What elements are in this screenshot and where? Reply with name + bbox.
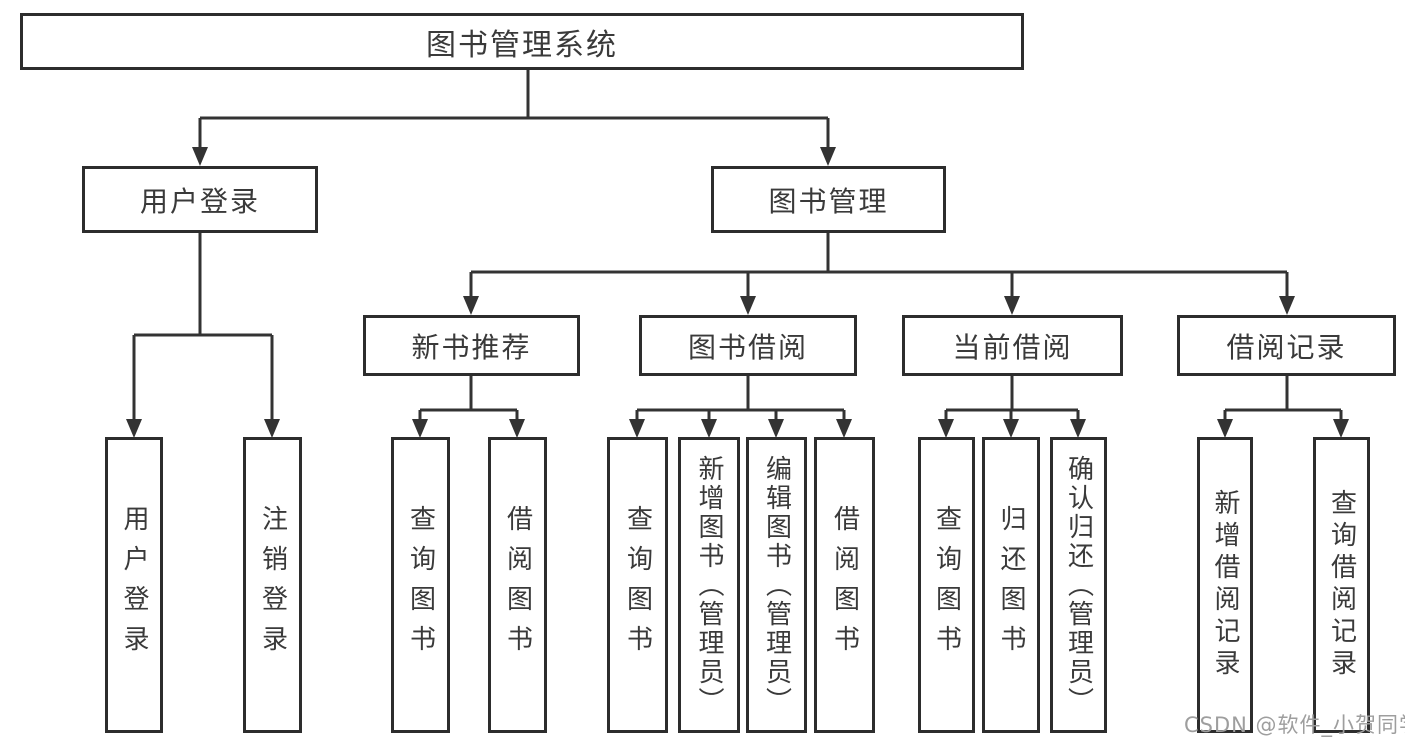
node-new-book-recommend: 新书推荐 <box>363 315 580 376</box>
node-br-query-record: 查询借阅记录 <box>1313 437 1370 733</box>
node-bb-query-books: 查询图书 <box>607 437 668 733</box>
node-label: 查询图书 <box>405 505 436 665</box>
node-label: 用户登录 <box>139 184 260 218</box>
node-user-login: 用户登录 <box>105 437 163 733</box>
node-label: 新增图书（管理员） <box>694 454 724 716</box>
node-label: 新增借阅记录 <box>1210 489 1240 681</box>
node-label: 当前借阅 <box>952 330 1073 364</box>
node-bb-edit-books-admin: 编辑图书（管理员） <box>746 437 807 733</box>
node-label: 借阅图书 <box>829 505 860 665</box>
node-label: 归还图书 <box>996 505 1026 665</box>
node-label: 查询图书 <box>622 505 653 665</box>
node-nb-query-books: 查询图书 <box>391 437 450 733</box>
node-bb-add-books-admin: 新增图书（管理员） <box>678 437 740 733</box>
node-label: 新书推荐 <box>411 330 532 364</box>
node-label: 图书管理 <box>768 184 889 218</box>
connector-path <box>132 69 1343 421</box>
node-bb-borrow-books: 借阅图书 <box>814 437 875 733</box>
node-borrow-records: 借阅记录 <box>1177 315 1396 376</box>
node-label: 确认归还（管理员） <box>1063 454 1094 716</box>
node-book-management-branch: 图书管理 <box>711 166 946 233</box>
node-label: 注销登录 <box>257 505 288 665</box>
node-br-add-record: 新增借阅记录 <box>1197 437 1253 733</box>
csdn-watermark: CSDN @软件_小贺同学 <box>1184 713 1405 737</box>
node-label: 图书管理系统 <box>426 27 618 63</box>
node-label: 用户登录 <box>119 505 149 665</box>
node-user-login-branch: 用户登录 <box>82 166 318 233</box>
node-label: 查询借阅记录 <box>1326 489 1357 681</box>
node-label: 查询图书 <box>931 505 962 665</box>
node-label: 借阅记录 <box>1226 330 1347 364</box>
node-nb-borrow-books: 借阅图书 <box>488 437 547 733</box>
node-book-borrowing: 图书借阅 <box>639 315 857 376</box>
node-label: 图书借阅 <box>687 330 808 364</box>
node-label: 编辑图书（管理员） <box>761 454 792 716</box>
node-cb-return-books: 归还图书 <box>982 437 1040 733</box>
node-system-root: 图书管理系统 <box>20 13 1024 70</box>
node-cb-confirm-return-admin: 确认归还（管理员） <box>1050 437 1107 733</box>
node-current-borrowing: 当前借阅 <box>902 315 1123 376</box>
node-logout-login: 注销登录 <box>243 437 302 733</box>
node-cb-query-books: 查询图书 <box>918 437 975 733</box>
node-label: 借阅图书 <box>502 505 533 665</box>
